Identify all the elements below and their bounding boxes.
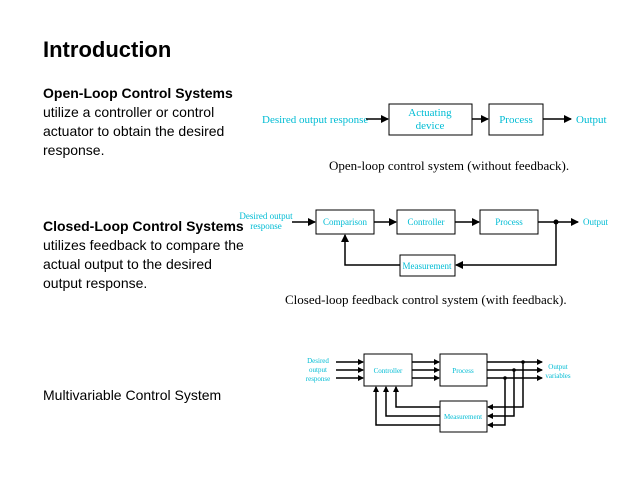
cl-measurement-label: Measurement [403, 261, 452, 271]
mv-output-label-2: variables [545, 372, 571, 380]
mv-feedback-in-2 [487, 370, 515, 419]
ol-actuating-label-2: device [416, 120, 445, 132]
cl-output-label: Output [583, 217, 609, 227]
mv-feedback-out-3 [373, 386, 440, 426]
mv-feedback-out-1 [393, 386, 440, 408]
mv-input-label-3: response [306, 375, 331, 383]
ol-actuating-device-block [388, 103, 473, 136]
slide-title: Introduction [43, 37, 172, 62]
open-loop-paragraph: Open-Loop Control Systems utilize a cont… [43, 84, 253, 160]
multivariable-label: Multivariable Control System [43, 387, 222, 403]
ol-output-label: Output [576, 114, 607, 126]
mv-feedback-in-1 [487, 362, 524, 410]
mv-input-label-1: Desired [307, 357, 329, 365]
multivariable-diagram: Desired output response Controller Proce… [306, 353, 571, 433]
open-loop-diagram: Desired output response Actuating device… [262, 103, 607, 173]
closed-loop-text: utilizes feedback to compare the actual … [43, 237, 244, 291]
cl-controller-block [396, 209, 456, 235]
cl-process-label: Process [495, 217, 523, 227]
mv-measurement-label: Measurement [444, 413, 482, 421]
mv-measurement-block [439, 400, 488, 433]
open-loop-heading: Open-Loop Control Systems [43, 85, 233, 101]
mv-output-label-1: Output [548, 363, 568, 371]
closed-loop-paragraph: Closed-Loop Control Systems utilizes fee… [43, 217, 253, 293]
ol-input-label: Desired output response [262, 114, 368, 126]
cl-input-label-2: response [250, 221, 282, 231]
cl-feedback-path-in [455, 222, 557, 269]
open-loop-text: utilize a controller or control actuator… [43, 104, 225, 158]
ol-actuating-label-1: Actuating [408, 107, 452, 119]
mv-process-label: Process [452, 367, 474, 375]
cl-input-label-1: Desired output [239, 211, 293, 221]
ol-process-block [488, 103, 544, 136]
cl-feedback-path-out [341, 234, 400, 266]
mv-process-block [439, 353, 488, 387]
mv-input-label-2: output [309, 366, 327, 374]
cl-comparison-label: Comparison [323, 217, 367, 227]
closed-loop-heading: Closed-Loop Control Systems [43, 218, 244, 234]
mv-feedback-out-2 [383, 386, 440, 417]
closed-loop-diagram: Desired output response Comparison Contr… [239, 209, 609, 307]
cl-caption: Closed-loop feedback control system (wit… [285, 292, 567, 307]
ol-process-label: Process [499, 114, 533, 126]
mv-controller-label: Controller [374, 367, 403, 375]
ol-caption: Open-loop control system (without feedba… [329, 158, 569, 173]
mv-feedback-in-3 [487, 378, 506, 428]
cl-controller-label: Controller [408, 217, 445, 227]
